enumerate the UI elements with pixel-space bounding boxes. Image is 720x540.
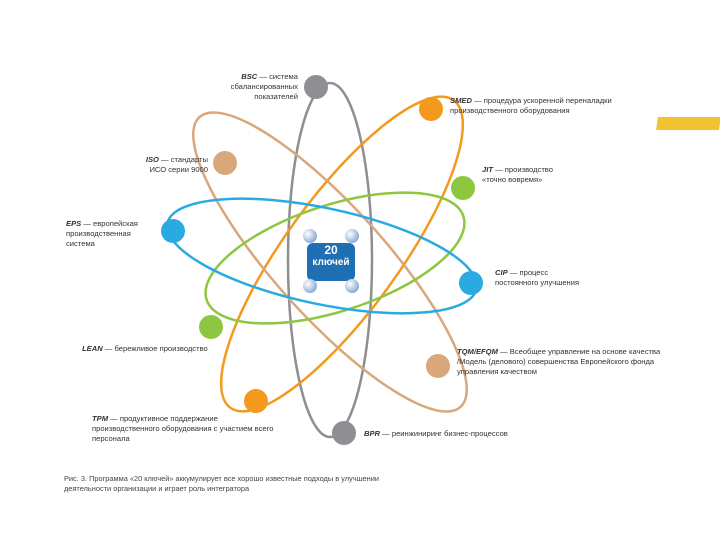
label-lean-text: — бережливое производство xyxy=(103,344,208,353)
label-bsc: BSC — система сбалансированных показател… xyxy=(214,72,298,102)
label-cip: CIP — процесс постоянного улучшения xyxy=(495,268,590,288)
node-jit xyxy=(451,176,475,200)
label-smed: SMED — процедура ускоренной переналадки … xyxy=(450,96,640,116)
label-tpm-text: — продуктивное поддержание производствен… xyxy=(92,414,273,443)
label-iso: ISO — стандарты ИСО серии 9000 xyxy=(128,155,208,175)
figure-caption: Рис. 3. Программа «20 ключей» аккумулиру… xyxy=(64,474,424,494)
label-smed-text: — процедура ускоренной переналадки произ… xyxy=(450,96,612,115)
label-bsc-abbr: BSC xyxy=(241,72,257,81)
label-iso-abbr: ISO xyxy=(146,155,159,164)
label-bpr: BPR — реинжиниринг бизнес-процессов xyxy=(364,429,564,439)
node-smed xyxy=(419,97,443,121)
center-number: 20 xyxy=(303,243,359,257)
center-dot-br xyxy=(345,279,359,293)
label-tpm: TPM — продуктивное поддержание производс… xyxy=(92,414,277,444)
node-iso xyxy=(213,151,237,175)
label-cip-text: — процесс постоянного улучшения xyxy=(495,268,579,287)
label-smed-abbr: SMED xyxy=(450,96,472,105)
node-lean xyxy=(199,315,223,339)
label-iso-text: — стандарты ИСО серии 9000 xyxy=(149,155,208,174)
label-jit-abbr: JIT xyxy=(482,165,493,174)
highlight-marker xyxy=(656,117,720,130)
center-dot-tr xyxy=(345,229,359,243)
label-lean: LEAN — бережливое производство xyxy=(82,344,232,354)
label-eps: EPS — европейская производственная систе… xyxy=(66,219,156,249)
node-bsc xyxy=(304,75,328,99)
label-bpr-abbr: BPR xyxy=(364,429,380,438)
label-jit-text: — производство «точно вовремя» xyxy=(482,165,553,184)
center-dot-tl xyxy=(303,229,317,243)
node-tqm xyxy=(426,354,450,378)
center-dot-bl xyxy=(303,279,317,293)
label-tpm-abbr: TPM xyxy=(92,414,108,423)
label-tqm: TQM/EFQM — Всеобщее управление на основе… xyxy=(457,347,662,377)
node-cip xyxy=(459,271,483,295)
label-tqm-abbr: TQM/EFQM xyxy=(457,347,498,356)
label-jit: JIT — производство «точно вовремя» xyxy=(482,165,572,185)
center-word: ключей xyxy=(303,257,359,268)
node-tpm xyxy=(244,389,268,413)
label-eps-abbr: EPS xyxy=(66,219,81,228)
label-lean-abbr: LEAN xyxy=(82,344,103,353)
label-bpr-text: — реинжиниринг бизнес-процессов xyxy=(380,429,508,438)
center-badge: 20 ключей xyxy=(303,229,359,293)
label-cip-abbr: CIP xyxy=(495,268,508,277)
node-bpr xyxy=(332,421,356,445)
node-eps xyxy=(161,219,185,243)
